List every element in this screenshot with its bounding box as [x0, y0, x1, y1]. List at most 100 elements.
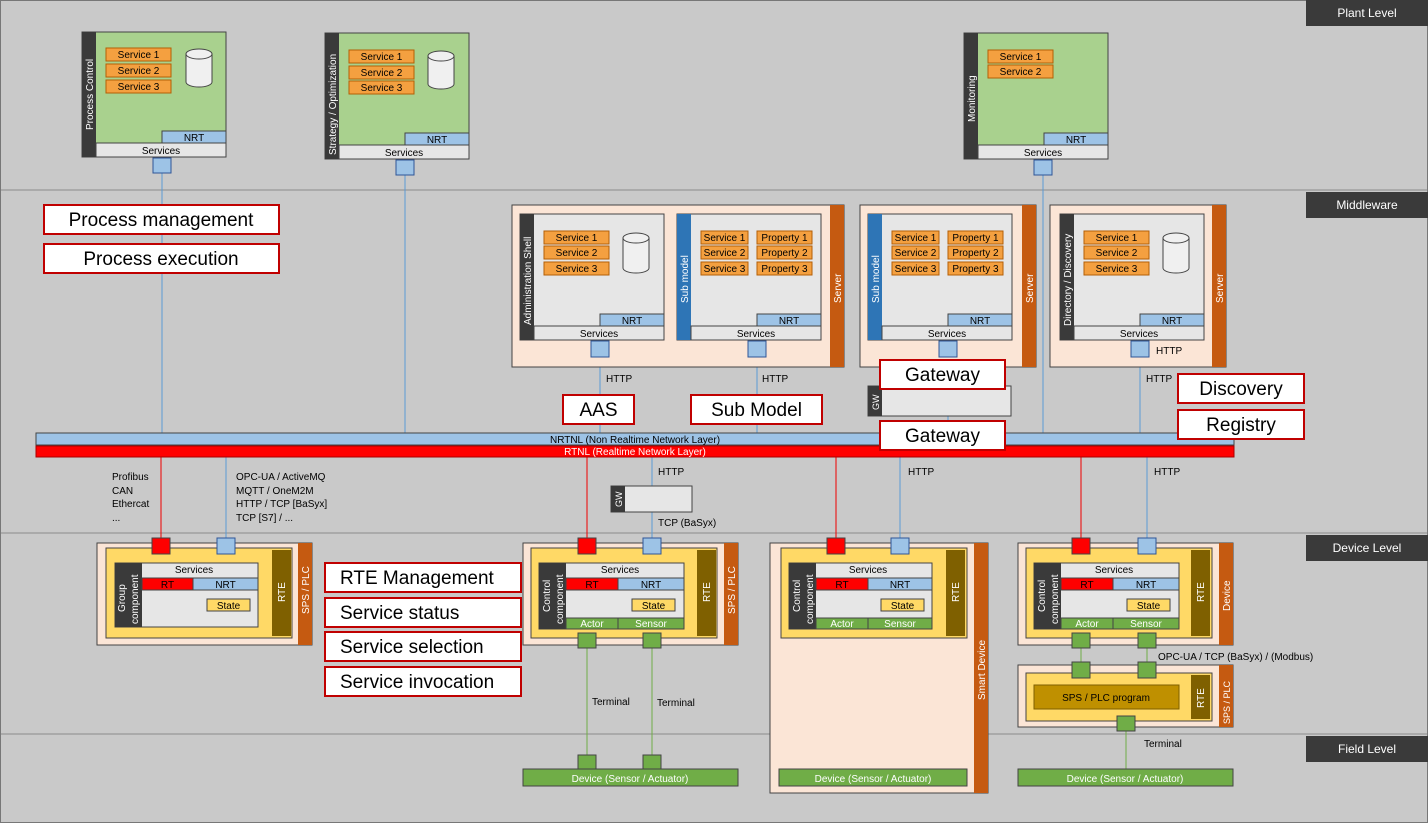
http-label-aas: HTTP: [606, 374, 632, 385]
smb-service-2: Service 2: [895, 248, 937, 259]
pc-nrt: NRT: [184, 133, 204, 144]
cc3-title-line1: Control: [1037, 580, 1048, 612]
cc2-sensor: Sensor: [884, 619, 916, 630]
sma-service-1: Service 1: [704, 233, 746, 244]
server-directory: Server Directory / Discovery Service 1 S…: [1049, 204, 1227, 368]
protocol-http-tcp: HTTP / TCP [BaSyx]: [236, 499, 327, 510]
cc3-title-line2: component: [1050, 574, 1061, 624]
callout-rte-management-text: RTE Management: [340, 568, 495, 589]
cc1-services: Services: [601, 565, 639, 576]
monitoring-title: Monitoring: [967, 75, 978, 122]
dir-services-bar: Services: [1120, 329, 1158, 340]
callout-process-management: Process management: [43, 204, 280, 235]
smb-nrt: NRT: [970, 316, 990, 327]
callout-service-invocation-text: Service invocation: [340, 672, 494, 693]
level-field: Field Level: [1306, 736, 1428, 762]
group-nrt: NRT: [215, 580, 235, 591]
cc1-sps-label: SPS / PLC: [727, 566, 738, 614]
callout-service-selection: Service selection: [324, 631, 522, 662]
group-title-line1: Group: [117, 584, 128, 612]
protocol-profibus: Profibus: [112, 472, 149, 483]
cc1-sensor: Sensor: [635, 619, 667, 630]
cc1-rte-label: RTE: [702, 582, 713, 602]
callout-process-management-text: Process management: [69, 210, 255, 231]
plc-program-label: SPS / PLC program: [1062, 693, 1150, 704]
so-service-1: Service 1: [361, 52, 403, 63]
cc3-nrt: NRT: [1136, 580, 1156, 591]
smb-property-1: Property 1: [952, 233, 999, 244]
callout-rte-management: RTE Management: [324, 562, 522, 593]
tcp-basyx-label: TCP (BaSyx): [658, 518, 716, 529]
so-services-bar: Services: [385, 148, 423, 159]
group-services: Services: [175, 565, 213, 576]
level-plant: Plant Level: [1306, 0, 1428, 26]
so-service-2: Service 2: [361, 68, 403, 79]
database-icon: [427, 50, 455, 90]
group-rt: RT: [161, 580, 174, 591]
http-label-directory-top: HTTP: [1156, 346, 1182, 357]
nrtnl-label: NRTNL (Non Realtime Network Layer): [550, 435, 720, 446]
terminal-label-1: Terminal: [592, 697, 630, 708]
admin-shell-title: Administration Shell: [523, 237, 534, 325]
field-device-3: Device (Sensor / Actuator): [1067, 774, 1184, 785]
mon-services-bar: Services: [1024, 148, 1062, 159]
pc-services-bar: Services: [142, 146, 180, 157]
level-middleware-label: Middleware: [1336, 198, 1398, 212]
server-2-label: Server: [1025, 273, 1036, 303]
level-device-label: Device Level: [1333, 541, 1402, 555]
sma-property-2: Property 2: [761, 248, 808, 259]
sma-nrt: NRT: [779, 316, 799, 327]
callout-process-execution: Process execution: [43, 243, 280, 274]
plant-monitoring: Monitoring Service 1 Service 2 NRT Servi…: [963, 32, 1109, 176]
database-icon: [1162, 232, 1190, 274]
sma-services-bar: Services: [737, 329, 775, 340]
level-device: Device Level: [1306, 535, 1428, 561]
directory-title: Directory / Discovery: [1063, 234, 1074, 326]
pc-service-1: Service 1: [118, 50, 160, 61]
server-submodel: Server Sub model Service 1 Service 2 Ser…: [859, 204, 1037, 368]
callout-sub-model-text: Sub Model: [711, 400, 802, 421]
group-sps-label: SPS / PLC: [301, 566, 312, 614]
pc-service-3: Service 3: [118, 82, 160, 93]
protocol-list-right: OPC-UA / ActiveMQ MQTT / OneM2M HTTP / T…: [236, 472, 327, 524]
group-rte-label: RTE: [277, 582, 288, 602]
smb-property-2: Property 2: [952, 248, 999, 259]
field-device-block-1: Device (Sensor / Actuator): [522, 754, 739, 787]
callout-discovery: Discovery: [1177, 373, 1305, 404]
strategy-title: Strategy / Optimization: [328, 54, 339, 155]
device-control-component-3: Device RTE Control component Services RT…: [1017, 537, 1234, 649]
plc-rte-label: RTE: [1196, 688, 1207, 708]
device-control-component-1: SPS / PLC RTE Control component Services…: [522, 537, 739, 649]
protocol-tcp-s7: TCP [S7] / ...: [236, 513, 293, 524]
protocol-ethercat: Ethercat: [112, 499, 149, 510]
callout-sub-model: Sub Model: [690, 394, 823, 425]
smb-services-bar: Services: [928, 329, 966, 340]
smb-property-3: Property 3: [952, 264, 999, 275]
dir-service-1: Service 1: [1096, 233, 1138, 244]
cc2-rte-label: RTE: [951, 582, 962, 602]
sma-property-3: Property 3: [761, 264, 808, 275]
mon-service-2: Service 2: [1000, 67, 1042, 78]
callout-aas: AAS: [562, 394, 635, 425]
callout-service-status-text: Service status: [340, 603, 459, 624]
as-service-2: Service 2: [556, 248, 598, 259]
protocol-list-left: Profibus CAN Ethercat ...: [112, 472, 149, 524]
dir-service-2: Service 2: [1096, 248, 1138, 259]
protocol-can: CAN: [112, 486, 133, 497]
callout-service-invocation: Service invocation: [324, 666, 522, 697]
as-nrt: NRT: [622, 316, 642, 327]
gateway-device: GW: [610, 485, 693, 513]
cc3-actor: Actor: [1075, 619, 1099, 630]
as-services-bar: Services: [580, 329, 618, 340]
level-middleware: Middleware: [1306, 192, 1428, 218]
server-3-label: Server: [1215, 273, 1226, 303]
opc-modbus-label: OPC-UA / TCP (BaSyx) / (Modbus): [1158, 652, 1313, 663]
rtnl-bar: RTNL (Realtime Network Layer): [35, 445, 1235, 458]
cc2-title-line2: component: [805, 574, 816, 624]
field-device-1: Device (Sensor / Actuator): [572, 774, 689, 785]
http-label-device-3: HTTP: [1154, 467, 1180, 478]
terminal-label-3: Terminal: [1144, 739, 1182, 750]
callout-gateway-1-text: Gateway: [905, 365, 980, 386]
callout-discovery-text: Discovery: [1199, 379, 1283, 400]
sma-service-2: Service 2: [704, 248, 746, 259]
